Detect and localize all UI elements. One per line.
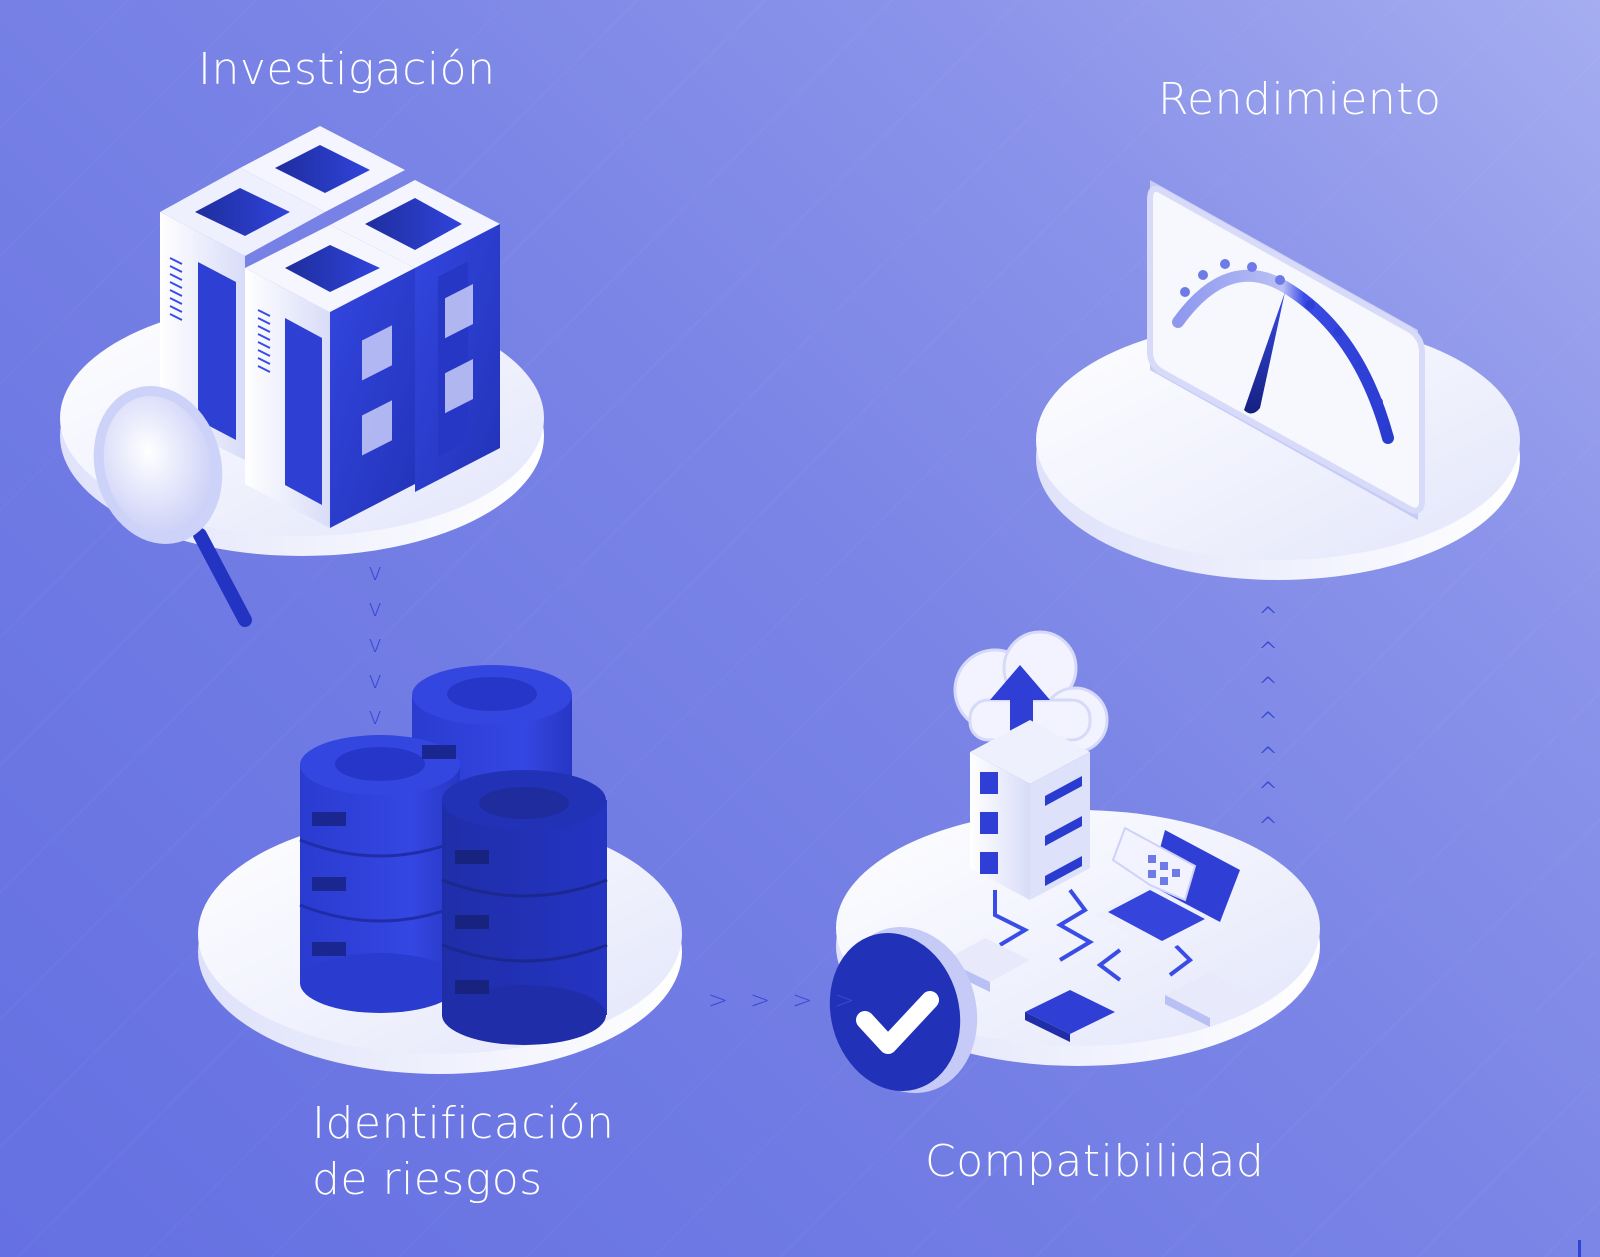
- check-badge-icon: [829, 926, 978, 1094]
- chevron-up-icon: ^: [1258, 672, 1279, 700]
- chevron-up-icon: ^: [1258, 812, 1279, 840]
- edge-mark: [1578, 1240, 1581, 1257]
- chevron-up-icon: ^: [1258, 707, 1279, 735]
- chevron-down-icon: v: [368, 594, 383, 622]
- chevron-up-icon: ^: [1258, 637, 1279, 665]
- chevron-down-icon: v: [368, 630, 383, 658]
- chevron-up-icon: ^: [1258, 742, 1279, 770]
- chevron-right-icon: >: [834, 986, 855, 1014]
- chevron-up-icon: ^: [1258, 602, 1279, 630]
- step-label-identificacion-line2: de riesgos: [312, 1154, 543, 1205]
- connector-right-identificacion-to-compatibilidad: > > > >: [708, 988, 854, 1012]
- step-label-identificacion-line1: Identificación: [312, 1098, 615, 1149]
- step-label-rendimiento: Rendimiento: [1158, 74, 1442, 125]
- chevron-down-icon: v: [368, 666, 383, 694]
- chevron-down-icon: v: [368, 558, 383, 586]
- database-stack-icon: [299, 665, 608, 1045]
- network-cloud-icon: [945, 630, 1255, 1042]
- step-label-compatibilidad: Compatibilidad: [925, 1136, 1265, 1187]
- chevron-right-icon: >: [792, 986, 813, 1014]
- connector-up-compatibilidad-to-rendimiento: ^ ^ ^ ^ ^ ^ ^: [1258, 604, 1278, 838]
- magnifier-icon: [93, 386, 252, 627]
- speedometer-gauge-icon: [1147, 180, 1425, 520]
- server-rack-icon: [160, 126, 500, 528]
- chevron-down-icon: v: [368, 702, 383, 730]
- chevron-right-icon: >: [750, 986, 771, 1014]
- step-label-investigacion: Investigación: [198, 44, 496, 95]
- connector-down-investigacion-to-identificacion: v v v v v: [368, 560, 382, 728]
- chevron-right-icon: >: [708, 986, 729, 1014]
- step-label-identificacion: Identificación de riesgos: [312, 1096, 614, 1208]
- chevron-up-icon: ^: [1258, 777, 1279, 805]
